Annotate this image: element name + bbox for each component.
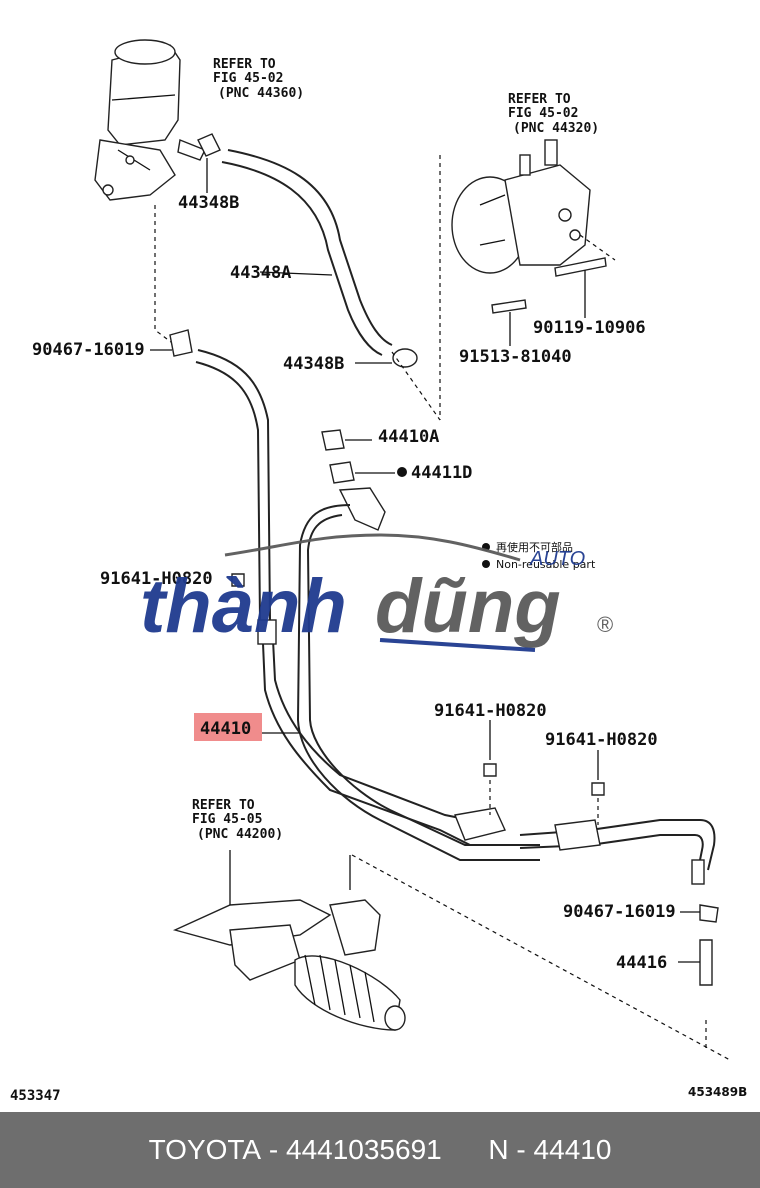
footer-part-number: 4441035691 xyxy=(286,1134,442,1165)
gasket-44411d xyxy=(329,461,407,484)
ref-top-left-line2: FIG 45-02 xyxy=(213,71,283,86)
watermark-sub: AUTO xyxy=(529,548,585,570)
fitting-44416 xyxy=(678,939,713,1050)
ref-bottom-left-line2: FIG 45-05 xyxy=(192,812,262,827)
bolt-91641-left xyxy=(231,573,245,587)
ref-top-left-line3: (PNC 44360) xyxy=(218,86,304,101)
label-44348b-top: 44348B xyxy=(178,193,239,213)
footer-bar: TOYOTA - 4441035691 N - 44410 xyxy=(0,1112,760,1188)
bolt-90119 xyxy=(554,257,607,318)
union-bolt-44410a xyxy=(321,429,372,451)
watermark-car-outline xyxy=(224,533,521,562)
label-44410a: 44410A xyxy=(378,427,439,447)
pressure-line xyxy=(296,487,540,861)
legend: 再使用不可部品 Non-reusable part xyxy=(482,540,596,571)
clamp-44348b-mid xyxy=(355,348,418,368)
bolt-91641-a xyxy=(483,720,497,815)
label-44348b-mid: 44348B xyxy=(283,354,344,374)
watermark-registered-mark: ® xyxy=(597,612,613,637)
legend-jp: 再使用不可部品 xyxy=(496,540,573,554)
watermark-text-a: thành xyxy=(140,564,347,649)
guide-line-left xyxy=(154,205,176,346)
footer-separator-2: - xyxy=(508,1134,534,1165)
legend-en: Non-reusable part xyxy=(496,558,596,571)
ref-bottom-left-line3: (PNC 44200) xyxy=(197,827,283,842)
footer-brand: TOYOTA xyxy=(148,1134,262,1165)
watermark-swoosh xyxy=(379,638,536,652)
ref-top-right-line3: (PNC 44320) xyxy=(513,121,599,136)
clamp-90467-top xyxy=(150,329,193,357)
footer-separator: - xyxy=(261,1134,286,1165)
parts-diagram: REFER TO FIG 45-02 (PNC 44360) REFER TO … xyxy=(10,39,747,1104)
watermark-logo: thành dũng AUTO ® xyxy=(140,533,613,652)
ref-top-right-line2: FIG 45-02 xyxy=(508,106,578,121)
footer-pnc-prefix: N xyxy=(488,1134,509,1165)
label-90467-top: 90467-16019 xyxy=(32,340,145,360)
power-steering-pump xyxy=(451,139,591,274)
steering-gear xyxy=(172,850,406,1031)
highlight-44410 xyxy=(194,713,262,741)
ref-bottom-left: REFER TO FIG 45-05 (PNC 44200) xyxy=(192,798,283,842)
label-91641-left: 91641-H0820 xyxy=(100,569,213,589)
guide-line-right xyxy=(391,155,441,421)
guide-line-pump xyxy=(579,234,616,261)
label-44416: 44416 xyxy=(616,953,667,973)
ref-top-right-line1: REFER TO xyxy=(508,92,571,107)
ref-bottom-left-line1: REFER TO xyxy=(192,798,255,813)
label-91641-b: 91641-H0820 xyxy=(545,730,658,750)
figure-number-right: 453489B xyxy=(688,1085,747,1099)
watermark-text-b: dũng xyxy=(375,564,561,649)
ref-top-left-line1: REFER TO xyxy=(213,57,276,72)
label-91641-a: 91641-H0820 xyxy=(434,701,547,721)
figure-number-left: 453347 xyxy=(10,1088,61,1104)
reservoir-tank xyxy=(94,39,206,201)
hose-44348a xyxy=(221,149,393,356)
ref-top-right: REFER TO FIG 45-02 (PNC 44320) xyxy=(508,92,599,136)
label-44410: 44410 xyxy=(200,719,251,739)
label-90467-bottom: 90467-16019 xyxy=(563,902,676,922)
label-44411d: 44411D xyxy=(411,463,472,483)
return-hose xyxy=(195,349,271,621)
bolt-91641-b xyxy=(591,750,605,825)
label-91513: 91513-81040 xyxy=(459,347,572,367)
clamp-90467-bottom xyxy=(680,904,719,923)
bolt-91513 xyxy=(491,299,527,346)
footer-pnc: 44410 xyxy=(533,1134,612,1165)
clamp-44348b-top xyxy=(197,133,221,193)
pipe-assembly-44410 xyxy=(257,619,716,885)
label-44348a: 44348A xyxy=(230,263,291,283)
ref-top-left: REFER TO FIG 45-02 (PNC 44360) xyxy=(213,57,304,101)
guide-line-gear xyxy=(351,854,731,1061)
label-90119: 90119-10906 xyxy=(533,318,646,338)
